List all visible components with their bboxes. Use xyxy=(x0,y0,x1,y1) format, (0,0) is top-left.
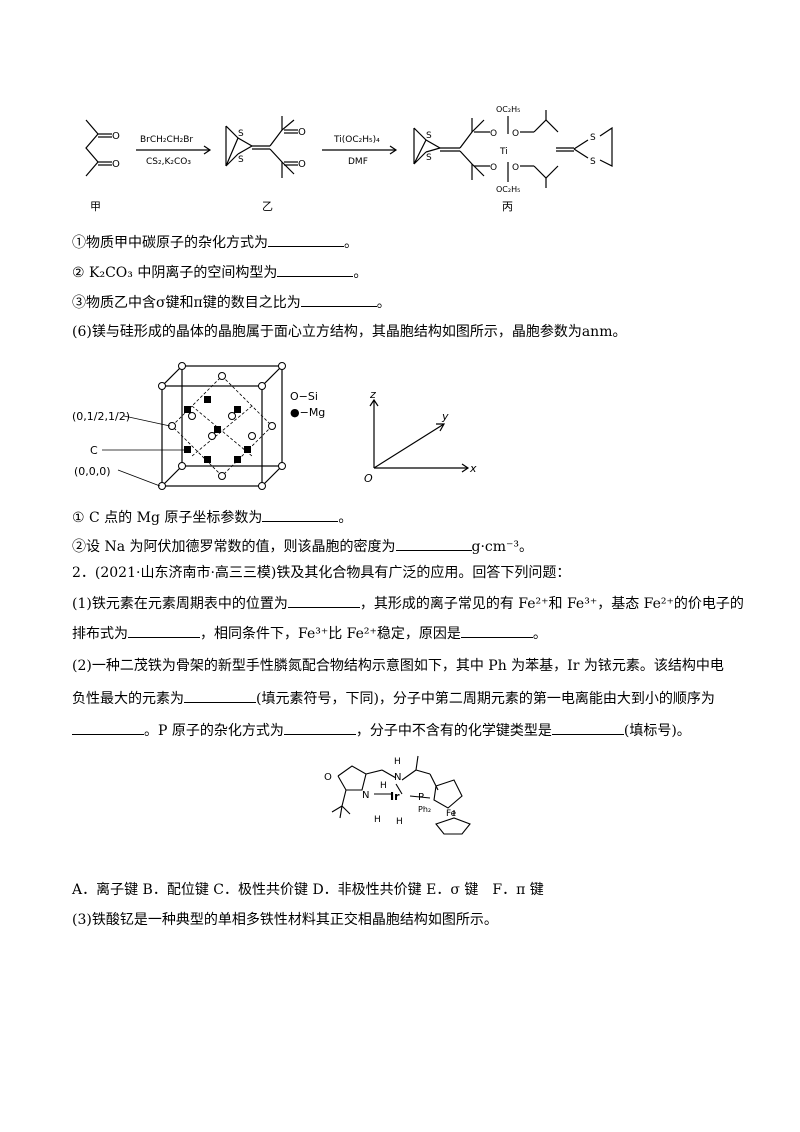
atom-o-label: O xyxy=(490,163,497,173)
ligand-label: OC₂H₅ xyxy=(496,185,520,194)
point-c-label: C xyxy=(90,444,98,457)
atom-s-label: S xyxy=(590,157,596,167)
atom-ir-label: Ir xyxy=(390,790,400,803)
atom-fe-label: Fe xyxy=(446,809,457,819)
compound-label-bing: 丙 xyxy=(502,200,513,213)
answer-blank[interactable] xyxy=(262,507,339,522)
atom-o-label: O xyxy=(512,129,519,139)
compound-label-jia: 甲 xyxy=(90,200,101,213)
answer-blank[interactable] xyxy=(395,536,472,551)
atom-h-label: H xyxy=(380,781,387,791)
reaction-scheme-figure: O O BrCH₂CH₂Br CS₂,K₂CO₃ S S O O Ti(OC₂H… xyxy=(85,105,613,213)
question-2-part-1-line-2: 排布式为，相同条件下，Fe³⁺比 Fe²⁺稳定，原因是。 xyxy=(72,623,547,644)
question-2-header: 2．(2021·山东济南市·高三三模)铁及其化合物具有广泛的应用。回答下列问题： xyxy=(72,565,571,581)
atom-ph2-label: Ph₂ xyxy=(418,805,431,814)
question-part-6: (6)镁与硅形成的晶体的晶胞属于面心立方结构，其晶胞结构如图所示，晶胞参数为an… xyxy=(72,324,627,340)
question-2-part-2-line-1: (2)一种二茂铁为骨架的新型手性膦氮配合物结构示意图如下，其中 Ph 为苯基，I… xyxy=(72,658,724,674)
atom-s-label: S xyxy=(426,153,432,163)
reagent-label: Ti(OC₂H₅)₄ xyxy=(333,135,380,145)
question-2-part-1-line-1: (1)铁元素在元素周期表中的位置为，其形成的离子常见的有 Fe²⁺和 Fe³⁺，… xyxy=(72,593,744,614)
atom-s-label: S xyxy=(426,131,432,141)
atom-h-label: H xyxy=(394,757,401,767)
coordinate-label: (0,0,0) xyxy=(74,465,111,478)
ligand-label: OC₂H₅ xyxy=(496,105,520,114)
question-2-options: A．离子键 B．配位键 C．极性共价键 D．非极性共价键 E．σ 键 F．π 键 xyxy=(72,882,544,898)
axis-x-label: x xyxy=(469,462,477,475)
question-2-part-2-line-2: 负性最大的元素为(填元素符号，下同)，分子中第二周期元素的第一电离能由大到小的顺… xyxy=(72,688,715,709)
legend-si: O−Si xyxy=(290,390,318,403)
legend-mg: ●−Mg xyxy=(290,406,325,419)
question-item-c-coordinate: ① C 点的 Mg 原子坐标参数为。 xyxy=(72,507,352,528)
question-item-2: ② K₂CO₃ 中阴离子的空间构型为。 xyxy=(72,262,367,283)
question-item-1: ①物质甲中碳原子的杂化方式为。 xyxy=(72,232,358,253)
axis-z-label: z xyxy=(369,388,376,401)
atom-s-label: S xyxy=(238,129,244,139)
question-item-3: ③物质乙中含σ键和π键的数目之比为。 xyxy=(72,292,391,313)
reagent-label: BrCH₂CH₂Br xyxy=(140,135,193,145)
atom-n-label: N xyxy=(362,790,369,801)
answer-blank[interactable] xyxy=(128,623,200,638)
atom-o-label: O xyxy=(298,127,306,138)
atom-s-label: S xyxy=(238,155,244,165)
atom-s-label: S xyxy=(590,133,596,143)
question-2-part-3: (3)铁酸钇是一种典型的单相多铁性材料其正交相晶胞结构如图所示。 xyxy=(72,912,498,928)
atom-o-label: O xyxy=(112,131,120,142)
answer-blank[interactable] xyxy=(72,720,144,735)
axis-origin-label: O xyxy=(364,472,373,485)
atom-o-label: O xyxy=(298,159,306,170)
atom-h-label: H xyxy=(396,817,403,827)
answer-blank[interactable] xyxy=(277,262,354,277)
coordinate-label: (0,1/2,1/2) xyxy=(72,410,130,423)
answer-blank[interactable] xyxy=(300,292,377,307)
answer-blank[interactable] xyxy=(551,720,624,735)
atom-o-label: O xyxy=(324,772,332,783)
answer-blank[interactable] xyxy=(283,720,356,735)
answer-blank[interactable] xyxy=(287,593,360,608)
atom-ti-label: Ti xyxy=(499,147,508,157)
atom-h-label: H xyxy=(374,815,381,825)
iridium-complex-figure: O N N H H Ir P Ph₂ H H Fe xyxy=(324,755,471,835)
compound-label-yi: 乙 xyxy=(262,200,273,213)
question-2-part-2-line-3: 。P 原子的杂化方式为，分子中不含有的化学键类型是(填标号)。 xyxy=(72,720,691,741)
axis-y-label: y xyxy=(441,410,449,423)
atom-n-label: N xyxy=(394,772,401,783)
atom-o-label: O xyxy=(512,163,519,173)
atom-p-label: P xyxy=(418,792,424,803)
answer-blank[interactable] xyxy=(268,232,344,247)
atom-o-label: O xyxy=(490,129,497,139)
reagent-label: CS₂,K₂CO₃ xyxy=(146,157,191,167)
crystal-cell-figure: (0,1/2,1/2) C (0,0,0) O−Si ●−Mg z y x O xyxy=(72,362,477,490)
answer-blank[interactable] xyxy=(184,688,256,703)
answer-blank[interactable] xyxy=(460,623,533,638)
reagent-label: DMF xyxy=(348,157,368,167)
atom-o-label: O xyxy=(112,159,120,170)
